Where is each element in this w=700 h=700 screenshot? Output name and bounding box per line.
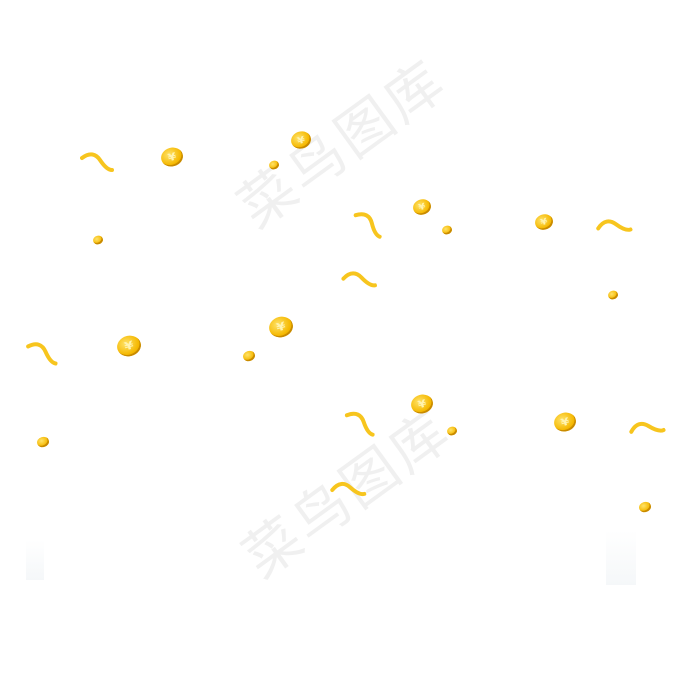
ribbon-confetti-icon bbox=[341, 271, 377, 288]
ribbon-confetti-icon bbox=[80, 152, 114, 172]
background-haze-right bbox=[606, 530, 636, 585]
background-haze-left bbox=[26, 540, 44, 580]
coin-icon bbox=[607, 289, 619, 301]
coin-icon bbox=[241, 349, 257, 363]
coin-icon: ¥ bbox=[114, 333, 144, 359]
coin-icon bbox=[35, 435, 51, 449]
ribbon-confetti-icon bbox=[330, 481, 367, 497]
ribbon-confetti-icon bbox=[629, 421, 666, 434]
coin-icon bbox=[441, 224, 453, 236]
coin-icon bbox=[92, 234, 104, 246]
ribbon-confetti-icon bbox=[26, 342, 58, 366]
coin-icon: ¥ bbox=[266, 314, 296, 340]
ribbon-confetti-icon bbox=[596, 219, 633, 232]
coin-icon: ¥ bbox=[158, 145, 186, 169]
coin-icon: ¥ bbox=[411, 197, 433, 217]
ribbon-confetti-icon bbox=[353, 212, 382, 239]
ribbon-confetti-icon bbox=[344, 411, 375, 437]
coin-icon: ¥ bbox=[533, 212, 555, 232]
coin-icon bbox=[637, 500, 653, 514]
coin-icon: ¥ bbox=[551, 410, 579, 434]
